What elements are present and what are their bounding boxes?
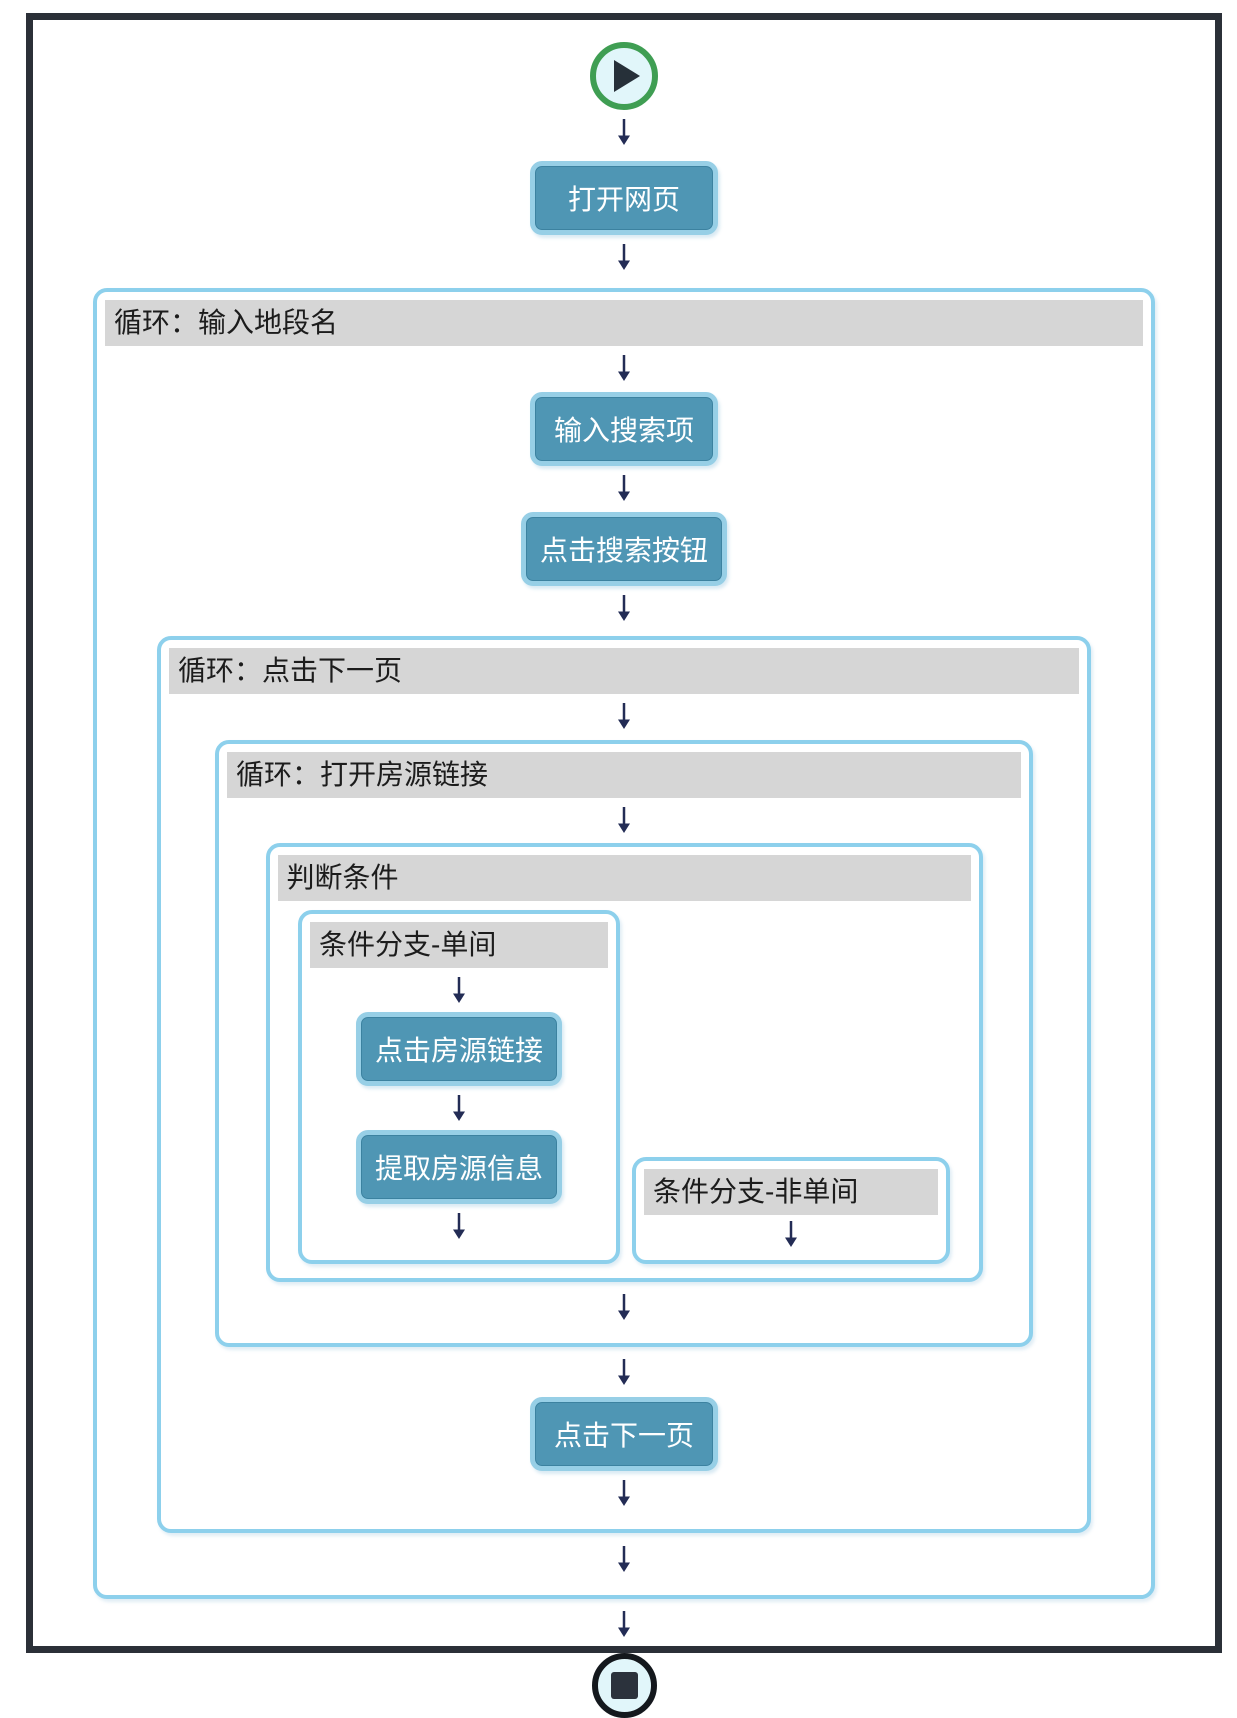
loop-header-input-location[interactable]: 循环：输入地段名 <box>105 300 1143 346</box>
node-click-listing[interactable]: 点击房源链接 <box>355 1012 562 1086</box>
start-icon <box>590 42 658 110</box>
workflow-canvas-frame: 打开网页 循环：输入地段名 输入搜索项 点击搜索按钮 循环：点击下一页 <box>26 13 1222 1718</box>
down-arrow-icon <box>615 355 633 381</box>
down-arrow-icon <box>615 807 633 833</box>
loop-container-open-listing: 循环：打开房源链接 判断条件 条件分支-单间 <box>215 740 1033 1347</box>
stop-square-icon <box>610 1672 638 1699</box>
down-arrow-icon <box>615 244 633 270</box>
loop-container-click-next: 循环：点击下一页 循环：打开房源链接 判断条件 <box>157 636 1091 1533</box>
stop-icon <box>591 1653 657 1718</box>
node-open-page[interactable]: 打开网页 <box>530 161 718 235</box>
node-click-search[interactable]: 点击搜索按钮 <box>520 512 727 586</box>
down-arrow-icon <box>615 595 633 621</box>
branch-container-non-single: 条件分支-非单间 <box>632 1157 950 1264</box>
node-click-next-page[interactable]: 点击下一页 <box>530 1397 718 1471</box>
loop-header-open-listing[interactable]: 循环：打开房源链接 <box>227 752 1021 798</box>
branch-header-single[interactable]: 条件分支-单间 <box>310 922 608 968</box>
down-arrow-icon <box>615 1294 633 1320</box>
loop-container-input-location: 循环：输入地段名 输入搜索项 点击搜索按钮 循环：点击下一页 循 <box>93 288 1155 1599</box>
condition-container: 判断条件 条件分支-单间 点击房源链接 <box>265 843 983 1282</box>
condition-branches: 条件分支-单间 点击房源链接 提取房源信息 <box>278 910 971 1264</box>
workflow-flowchart: 打开网页 循环：输入地段名 输入搜索项 点击搜索按钮 循环：点击下一页 <box>33 20 1215 1718</box>
branch-container-single: 条件分支-单间 点击房源链接 提取房源信息 <box>298 910 620 1264</box>
down-arrow-icon <box>615 475 633 501</box>
down-arrow-icon <box>450 1095 468 1121</box>
node-input-search[interactable]: 输入搜索项 <box>530 392 718 466</box>
down-arrow-icon <box>615 703 633 729</box>
loop-header-click-next[interactable]: 循环：点击下一页 <box>169 648 1079 694</box>
down-arrow-icon <box>615 119 633 145</box>
branch-header-non-single[interactable]: 条件分支-非单间 <box>644 1169 938 1215</box>
down-arrow-icon <box>450 977 468 1003</box>
node-extract-info[interactable]: 提取房源信息 <box>355 1130 562 1204</box>
down-arrow-icon <box>450 1213 468 1239</box>
down-arrow-icon <box>782 1221 800 1247</box>
condition-header[interactable]: 判断条件 <box>277 855 971 901</box>
down-arrow-icon <box>615 1480 633 1506</box>
down-arrow-icon <box>615 1611 633 1637</box>
play-triangle-icon <box>614 60 640 92</box>
down-arrow-icon <box>615 1359 633 1385</box>
down-arrow-icon <box>615 1546 633 1572</box>
